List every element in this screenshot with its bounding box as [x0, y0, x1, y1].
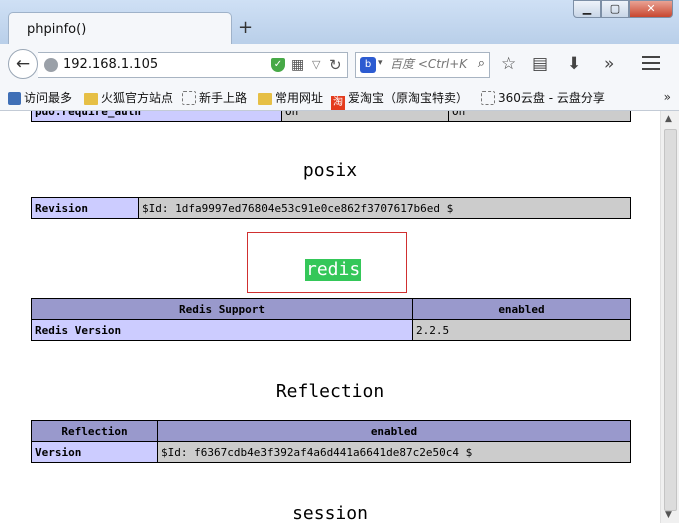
back-arrow-icon: ←	[15, 54, 31, 74]
posix-table: Revision $Id: 1dfa9997ed76804e53c91e0ce8…	[31, 197, 631, 219]
tab-phpinfo[interactable]: phpinfo()	[8, 12, 232, 47]
maximize-button[interactable]: ▢	[601, 0, 629, 18]
page-icon	[182, 91, 196, 105]
redis-table: Redis Support enabled Redis Version 2.2.…	[31, 298, 631, 341]
scroll-down-icon[interactable]: ▼	[665, 510, 672, 520]
reflection-table: Reflection enabled Version $Id: f6367cdb…	[31, 420, 631, 463]
globe-icon	[44, 58, 58, 72]
pdo-table: pdo.require_auth On On	[31, 111, 631, 122]
row-master-value: On	[448, 111, 631, 122]
menu-icon[interactable]	[642, 56, 660, 74]
reload-icon[interactable]: ↻	[329, 56, 342, 74]
section-title-reflection: Reflection	[275, 381, 385, 402]
navigation-bar: ← ✓ ▦ ▽ ↻ b ▾ ⌕ ☆ ▤ ⬇ »	[0, 44, 679, 86]
bookmark-common-sites[interactable]: 常用网址	[258, 90, 323, 106]
scrollbar-thumb[interactable]	[664, 129, 677, 511]
overflow-icon[interactable]: »	[604, 54, 615, 74]
url-dropdown-icon[interactable]: ▽	[312, 58, 321, 71]
table-header-row: Reflection enabled	[31, 420, 631, 442]
star-icon[interactable]: ☆	[501, 54, 517, 74]
folder-icon	[258, 93, 272, 105]
qr-code-icon[interactable]: ▦	[291, 57, 305, 73]
table-row: pdo.require_auth On On	[31, 111, 631, 122]
page-content: pdo.require_auth On On posix Revision $I…	[0, 111, 660, 523]
bookmark-icon	[8, 92, 21, 105]
bookmark-taobao[interactable]: 淘爱淘宝（原淘宝特卖）	[331, 91, 469, 110]
section-title-posix: posix	[302, 160, 358, 181]
bookmarks-overflow-icon[interactable]: »	[663, 90, 671, 104]
search-icon[interactable]: ⌕	[477, 56, 485, 71]
header-name: Reflection	[31, 420, 158, 442]
bookmark-360-cloud[interactable]: 360云盘 - 云盘分享	[481, 90, 605, 106]
new-tab-button[interactable]: +	[238, 17, 254, 38]
bookmark-getting-started[interactable]: 新手上路	[182, 90, 247, 106]
baidu-icon[interactable]: b	[360, 57, 376, 73]
minimize-button[interactable]: ▁	[573, 0, 601, 18]
search-input[interactable]	[390, 57, 472, 71]
taobao-icon: 淘	[331, 96, 345, 110]
shield-icon[interactable]: ✓	[271, 58, 285, 72]
url-input[interactable]	[63, 57, 253, 72]
row-value: $Id: 1dfa9997ed76804e53c91e0ce862f370761…	[138, 197, 631, 219]
bookmark-firefox-site[interactable]: 火狐官方站点	[84, 90, 173, 106]
section-title-session: session	[292, 503, 368, 523]
tab-title: phpinfo()	[27, 22, 87, 37]
annotation-box	[247, 232, 407, 293]
scroll-up-icon[interactable]: ▲	[665, 114, 672, 124]
download-icon[interactable]: ⬇	[567, 54, 582, 74]
section-title-redis: redis	[305, 259, 362, 281]
table-row: Version $Id: f6367cdb4e3f392af4a6d441a66…	[31, 441, 631, 463]
row-value: 2.2.5	[412, 319, 631, 341]
row-local-value: On	[281, 111, 449, 122]
header-value: enabled	[157, 420, 631, 442]
row-name: pdo.require_auth	[31, 111, 282, 122]
folder-icon	[84, 93, 98, 105]
search-box[interactable]: b ▾ ⌕	[355, 52, 490, 78]
window-controls: ▁ ▢ ✕	[573, 0, 673, 18]
table-header-row: Redis Support enabled	[31, 298, 631, 320]
back-button[interactable]: ←	[8, 49, 38, 79]
url-bar[interactable]: ✓ ▦ ▽ ↻	[38, 52, 348, 78]
row-name: Version	[31, 441, 158, 463]
vertical-scrollbar[interactable]: ▲ ▼	[660, 111, 679, 523]
search-engine-dropdown-icon[interactable]: ▾	[378, 58, 383, 68]
row-name: Redis Version	[31, 319, 413, 341]
bookmark-most-visited[interactable]: 访问最多	[8, 90, 72, 106]
table-row: Revision $Id: 1dfa9997ed76804e53c91e0ce8…	[31, 197, 631, 219]
header-value: enabled	[412, 298, 631, 320]
row-value: $Id: f6367cdb4e3f392af4a6d441a6641de87c2…	[157, 441, 631, 463]
title-bar: phpinfo() + ▁ ▢ ✕	[0, 0, 679, 47]
header-name: Redis Support	[31, 298, 413, 320]
reading-list-icon[interactable]: ▤	[532, 54, 549, 74]
close-button[interactable]: ✕	[629, 0, 673, 18]
bookmarks-bar: 访问最多 火狐官方站点 新手上路 常用网址 淘爱淘宝（原淘宝特卖） 360云盘 …	[0, 86, 679, 111]
table-row: Redis Version 2.2.5	[31, 319, 631, 341]
row-name: Revision	[31, 197, 139, 219]
page-icon	[481, 91, 495, 105]
